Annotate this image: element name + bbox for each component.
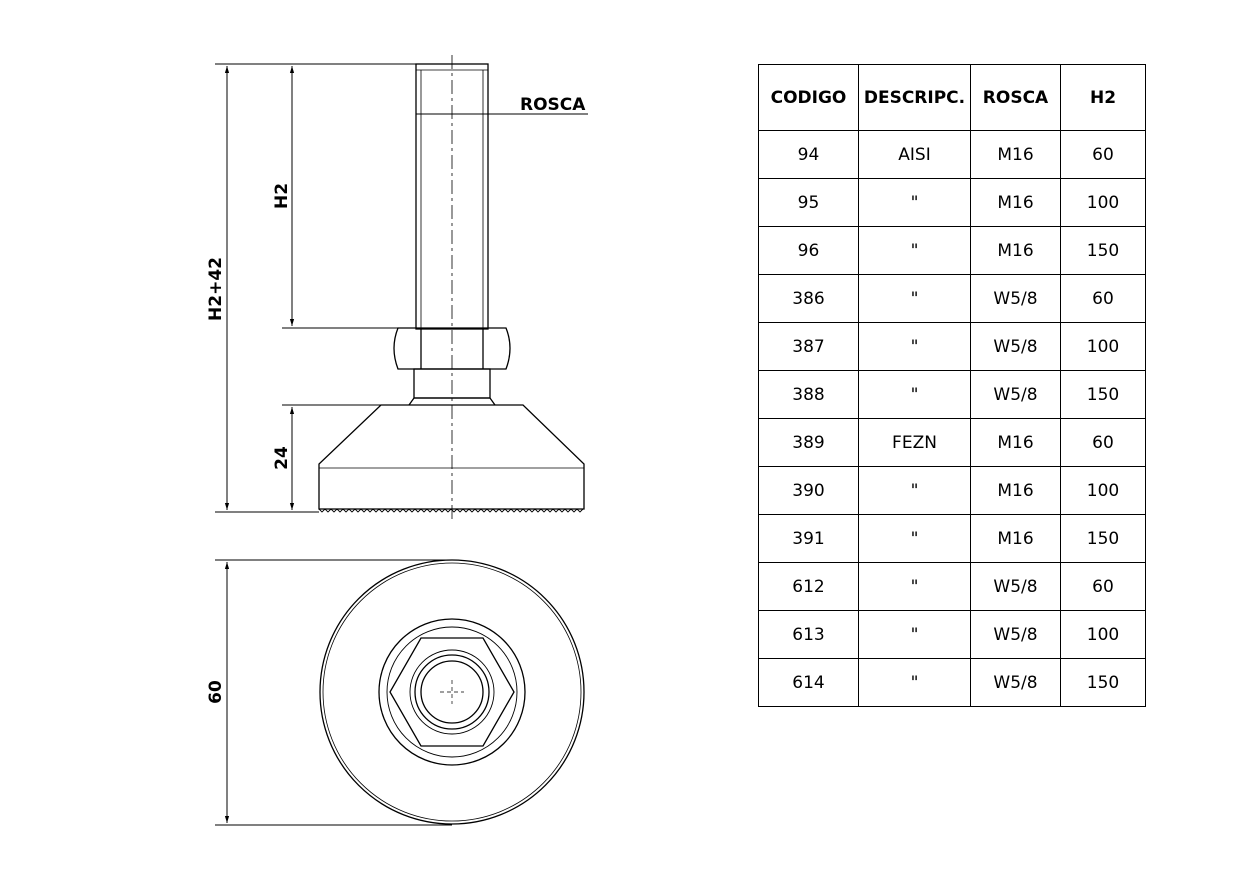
dimension-diameter xyxy=(215,559,452,826)
cell-h2: 150 xyxy=(1060,658,1146,707)
cell-h2: 100 xyxy=(1060,178,1146,227)
diameter-label: 60 xyxy=(206,680,226,704)
cell-h2: 100 xyxy=(1060,322,1146,371)
table-header-row: CODIGO DESCRIPC. ROSCA H2 xyxy=(758,64,1146,131)
cell-h2: 100 xyxy=(1060,466,1146,515)
total-height-label: H2+42 xyxy=(206,257,226,321)
cell-codigo: 387 xyxy=(758,322,859,371)
cell-codigo: 96 xyxy=(758,226,859,275)
cell-h2: 60 xyxy=(1060,274,1146,323)
header-rosca: ROSCA xyxy=(970,64,1061,131)
dimension-h2: H2 xyxy=(272,66,295,326)
cell-descripc: " xyxy=(858,610,971,659)
cell-descripc: " xyxy=(858,274,971,323)
cell-descripc: " xyxy=(858,370,971,419)
cell-descripc: " xyxy=(858,562,971,611)
hex-nut-top xyxy=(389,637,515,747)
top-view xyxy=(319,559,585,825)
cell-rosca: W5/8 xyxy=(970,610,1061,659)
cell-rosca: W5/8 xyxy=(970,658,1061,707)
cell-h2: 150 xyxy=(1060,370,1146,419)
cell-codigo: 391 xyxy=(758,514,859,563)
cell-descripc: " xyxy=(858,178,971,227)
cell-codigo: 613 xyxy=(758,610,859,659)
base xyxy=(318,404,585,513)
cell-rosca: W5/8 xyxy=(970,562,1061,611)
header-descripc: DESCRIPC. xyxy=(858,64,971,131)
hex-nut xyxy=(393,327,511,370)
cell-codigo: 386 xyxy=(758,274,859,323)
cell-descripc: FEZN xyxy=(858,418,971,467)
cell-descripc: " xyxy=(858,514,971,563)
cell-rosca: M16 xyxy=(970,226,1061,275)
cell-descripc: " xyxy=(858,226,971,275)
cell-rosca: M16 xyxy=(970,178,1061,227)
cell-descripc: " xyxy=(858,658,971,707)
cell-codigo: 95 xyxy=(758,178,859,227)
cell-rosca: W5/8 xyxy=(970,370,1061,419)
cell-descripc: " xyxy=(858,322,971,371)
cell-rosca: M16 xyxy=(970,466,1061,515)
cell-rosca: W5/8 xyxy=(970,322,1061,371)
cell-h2: 60 xyxy=(1060,130,1146,179)
side-view xyxy=(318,55,585,520)
cell-h2: 60 xyxy=(1060,418,1146,467)
cell-h2: 150 xyxy=(1060,226,1146,275)
thread-label: ROSCA xyxy=(520,95,586,115)
knurled-foot xyxy=(318,508,584,513)
cell-codigo: 388 xyxy=(758,370,859,419)
extension-lines xyxy=(215,63,416,513)
cell-codigo: 390 xyxy=(758,466,859,515)
cell-h2: 150 xyxy=(1060,514,1146,563)
base-height-label: 24 xyxy=(272,446,292,470)
h2-label: H2 xyxy=(272,183,292,209)
dimension-total-height: H2+42 xyxy=(206,66,230,510)
header-codigo: CODIGO xyxy=(758,64,859,131)
cell-h2: 60 xyxy=(1060,562,1146,611)
cell-codigo: 94 xyxy=(758,130,859,179)
cell-rosca: M16 xyxy=(970,418,1061,467)
cell-descripc: " xyxy=(858,466,971,515)
cell-codigo: 389 xyxy=(758,418,859,467)
cell-codigo: 614 xyxy=(758,658,859,707)
cell-rosca: W5/8 xyxy=(970,274,1061,323)
cell-rosca: M16 xyxy=(970,130,1061,179)
dimension-base-height: 24 xyxy=(272,407,295,510)
cell-codigo: 612 xyxy=(758,562,859,611)
cell-descripc: AISI xyxy=(858,130,971,179)
cell-h2: 100 xyxy=(1060,610,1146,659)
header-h2: H2 xyxy=(1060,64,1146,131)
cell-rosca: M16 xyxy=(970,514,1061,563)
